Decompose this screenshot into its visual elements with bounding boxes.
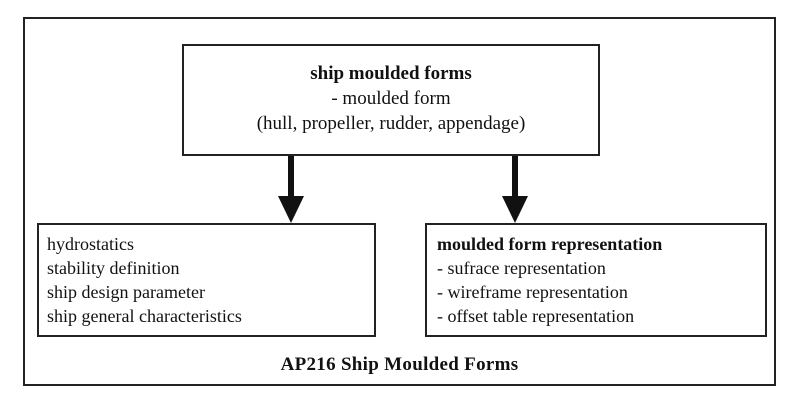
- top-box-line-2: (hull, propeller, rudder, appendage): [256, 113, 526, 134]
- right-box-title: moulded form representation: [437, 234, 663, 254]
- top-box-line-1: - moulded form: [331, 88, 451, 109]
- ship-parameters-box: hydrostatics stability definition ship d…: [37, 223, 376, 337]
- arrow-to-left-box: [278, 156, 304, 223]
- diagram-caption: AP216 Ship Moulded Forms: [280, 354, 519, 375]
- top-box-title: ship moulded forms: [310, 63, 472, 84]
- moulded-form-representation-box: moulded form representation - sufrace re…: [425, 223, 767, 337]
- right-box-item: - sufrace representation: [437, 258, 606, 278]
- left-box-item: stability definition: [47, 258, 180, 278]
- right-box-item: - offset table representation: [437, 306, 635, 326]
- left-box-item: hydrostatics: [47, 234, 134, 254]
- diagram-frame: [23, 17, 776, 386]
- left-box-item: ship design parameter: [47, 282, 205, 302]
- ship-moulded-forms-box: ship moulded forms - moulded form (hull,…: [182, 44, 600, 156]
- arrow-to-right-box: [502, 156, 528, 223]
- left-box-item: ship general characteristics: [47, 306, 242, 326]
- right-box-item: - wireframe representation: [437, 282, 628, 302]
